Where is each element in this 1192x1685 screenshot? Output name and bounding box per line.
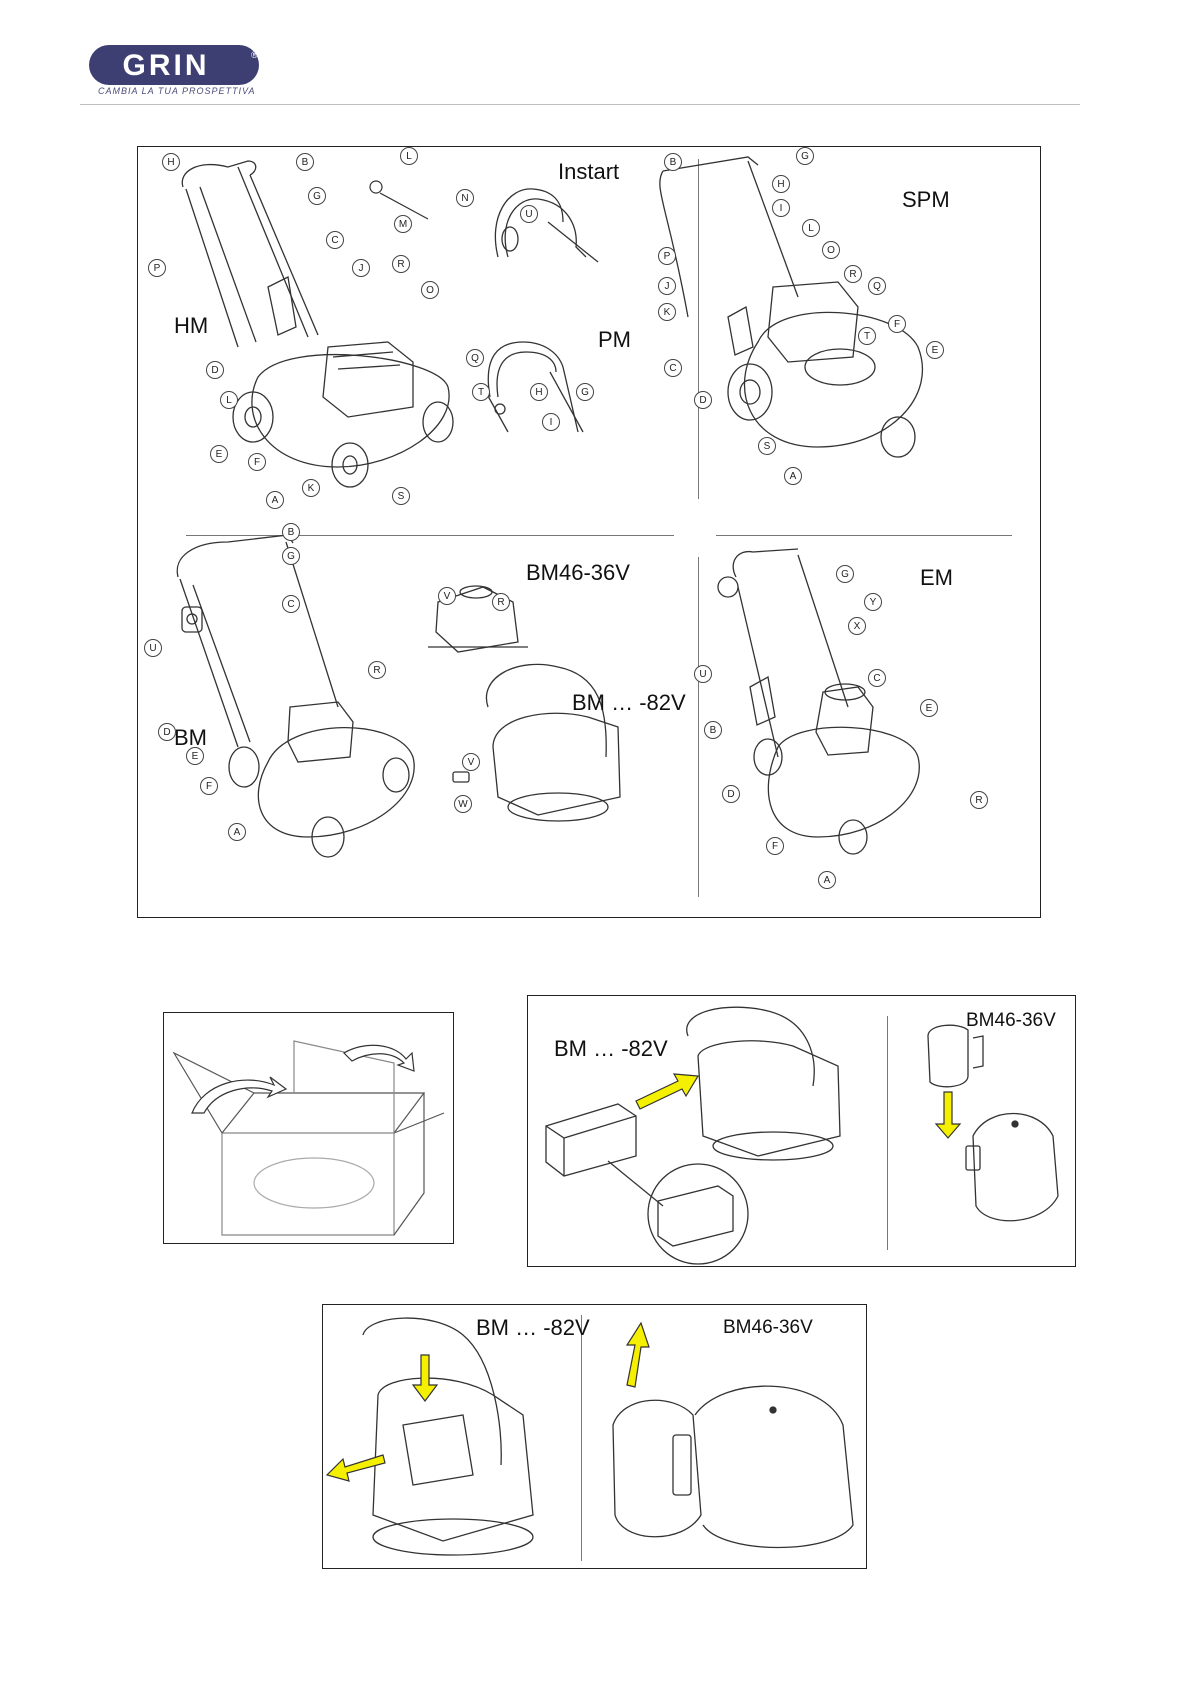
callout-marker: E [926, 341, 944, 359]
logo-text: GRIN [123, 49, 210, 82]
callout-marker: G [282, 547, 300, 565]
callout-marker: F [248, 453, 266, 471]
callout-marker: Q [466, 349, 484, 367]
callout-marker: G [796, 147, 814, 165]
callout-marker: P [148, 259, 166, 277]
pull-out-arrow-icon [327, 1455, 385, 1481]
callout-marker: G [308, 187, 326, 205]
callout-marker: O [822, 241, 840, 259]
callout-marker: P [658, 247, 676, 265]
box-drawing [164, 1013, 455, 1245]
callout-marker: M [394, 215, 412, 233]
callout-marker: G [836, 565, 854, 583]
model-label-spm: SPM [902, 187, 950, 213]
callout-marker: L [802, 219, 820, 237]
callout-marker: B [296, 153, 314, 171]
callout-marker: E [210, 445, 228, 463]
battery-remove-figure: BM … -82V BM46-36V [322, 1304, 867, 1569]
callout-marker: D [158, 723, 176, 741]
callout-marker: J [658, 277, 676, 295]
callout-marker: Q [868, 277, 886, 295]
callout-marker: W [454, 795, 472, 813]
callout-marker: S [392, 487, 410, 505]
model-label-instart: Instart [558, 159, 619, 185]
logo-badge: GRIN ® [88, 44, 264, 88]
callout-marker: V [438, 587, 456, 605]
callout-marker: F [766, 837, 784, 855]
callout-marker: D [722, 785, 740, 803]
hm-mower-drawing [138, 147, 1042, 919]
callout-marker: T [472, 383, 490, 401]
model-label-pm: PM [598, 327, 631, 353]
callout-marker: H [530, 383, 548, 401]
model-label-bm46: BM46-36V [526, 560, 630, 586]
callout-marker: J [352, 259, 370, 277]
callout-marker: B [664, 153, 682, 171]
callout-marker: C [282, 595, 300, 613]
callout-marker: R [368, 661, 386, 679]
callout-marker: V [462, 753, 480, 771]
callout-marker: E [920, 699, 938, 717]
callout-marker: Y [864, 593, 882, 611]
lift-up-arrow-icon [627, 1323, 649, 1387]
callout-marker: I [772, 199, 790, 217]
callout-marker: S [758, 437, 776, 455]
callout-marker: F [888, 315, 906, 333]
unpacking-box-figure [163, 1012, 454, 1244]
callout-marker: X [848, 617, 866, 635]
callout-marker: L [220, 391, 238, 409]
callout-marker: F [200, 777, 218, 795]
battery-remove-drawing [323, 1305, 868, 1570]
callout-marker: C [868, 669, 886, 687]
callout-marker: U [520, 205, 538, 223]
callout-marker: H [772, 175, 790, 193]
callout-marker: D [206, 361, 224, 379]
callout-marker: T [858, 327, 876, 345]
down-arrow-icon [936, 1092, 960, 1138]
callout-marker: K [658, 303, 676, 321]
battery-insert-drawing [528, 996, 1077, 1268]
callout-marker: C [664, 359, 682, 377]
model-label-hm: HM [174, 313, 208, 339]
model-label-em: EM [920, 565, 953, 591]
header-divider [80, 104, 1080, 105]
callout-marker: A [266, 491, 284, 509]
callout-marker: B [282, 523, 300, 541]
callout-marker: R [392, 255, 410, 273]
battery-insert-figure: BM … -82V BM46-36V [527, 995, 1076, 1267]
callout-marker: R [492, 593, 510, 611]
callout-marker: A [228, 823, 246, 841]
callout-marker: D [694, 391, 712, 409]
brand-tagline: CAMBIA LA TUA PROSPETTIVA [98, 86, 256, 96]
callout-marker: R [970, 791, 988, 809]
callout-marker: I [542, 413, 560, 431]
callout-marker: R [844, 265, 862, 283]
callout-marker: K [302, 479, 320, 497]
callout-marker: C [326, 231, 344, 249]
parts-overview-figure: HM Instart PM SPM BM BM46-36V BM … -82V … [137, 146, 1041, 918]
callout-marker: N [456, 189, 474, 207]
callout-marker: E [186, 747, 204, 765]
callout-marker: O [421, 281, 439, 299]
callout-marker: A [818, 871, 836, 889]
logo-registered-mark: ® [251, 50, 258, 60]
callout-marker: U [694, 665, 712, 683]
callout-marker: A [784, 467, 802, 485]
callout-marker: H [162, 153, 180, 171]
callout-marker: U [144, 639, 162, 657]
callout-marker: L [400, 147, 418, 165]
callout-marker: B [704, 721, 722, 739]
insert-arrow-icon [636, 1074, 698, 1109]
callout-marker: G [576, 383, 594, 401]
model-label-bm82: BM … -82V [572, 690, 686, 716]
